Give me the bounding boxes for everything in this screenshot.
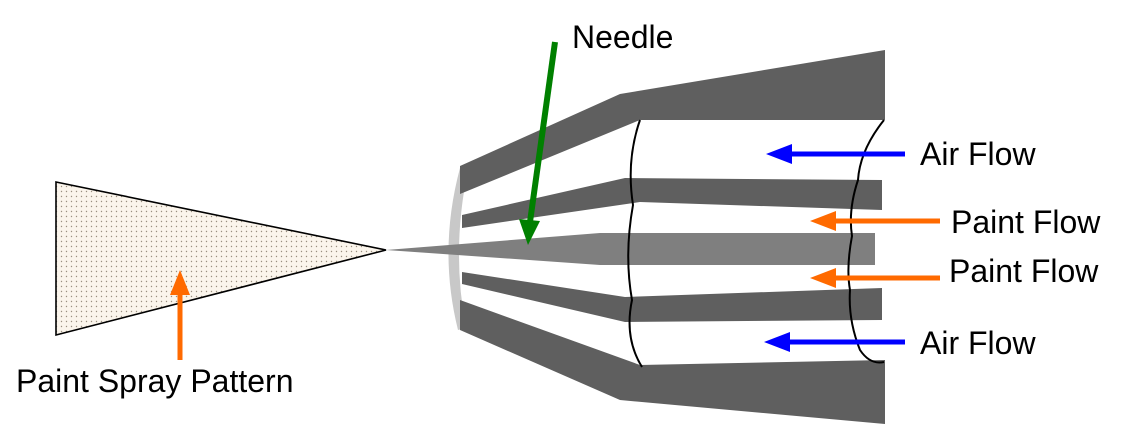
paint-flow-bottom-arrow bbox=[810, 268, 940, 288]
needle-body bbox=[386, 233, 875, 265]
needle-label: Needle bbox=[572, 19, 673, 55]
upper-fluid-nozzle-wall bbox=[462, 178, 882, 228]
paint-flow-bottom-label: Paint Flow bbox=[949, 253, 1099, 289]
air-flow-top-arrow bbox=[766, 144, 905, 164]
lower-air-cap-wall bbox=[460, 300, 885, 424]
spray-pattern-pointer-arrow bbox=[170, 270, 190, 360]
cutaway-line-right bbox=[847, 119, 885, 364]
air-flow-top-label: Air Flow bbox=[920, 136, 1036, 172]
spray-cone-dots bbox=[55, 181, 387, 337]
needle-pointer-arrow bbox=[519, 41, 558, 245]
air-flow-bottom-label: Air Flow bbox=[920, 325, 1036, 361]
spray-pattern-cone bbox=[55, 181, 387, 337]
lower-fluid-nozzle-wall bbox=[462, 272, 882, 322]
paint-flow-top-arrow bbox=[810, 211, 940, 231]
upper-air-cap-wall bbox=[460, 50, 885, 194]
spray-pattern-label: Paint Spray Pattern bbox=[16, 363, 293, 399]
air-flow-bottom-arrow bbox=[764, 332, 905, 352]
cutaway-line-left bbox=[627, 119, 643, 368]
paint-flow-top-label: Paint Flow bbox=[951, 204, 1101, 240]
